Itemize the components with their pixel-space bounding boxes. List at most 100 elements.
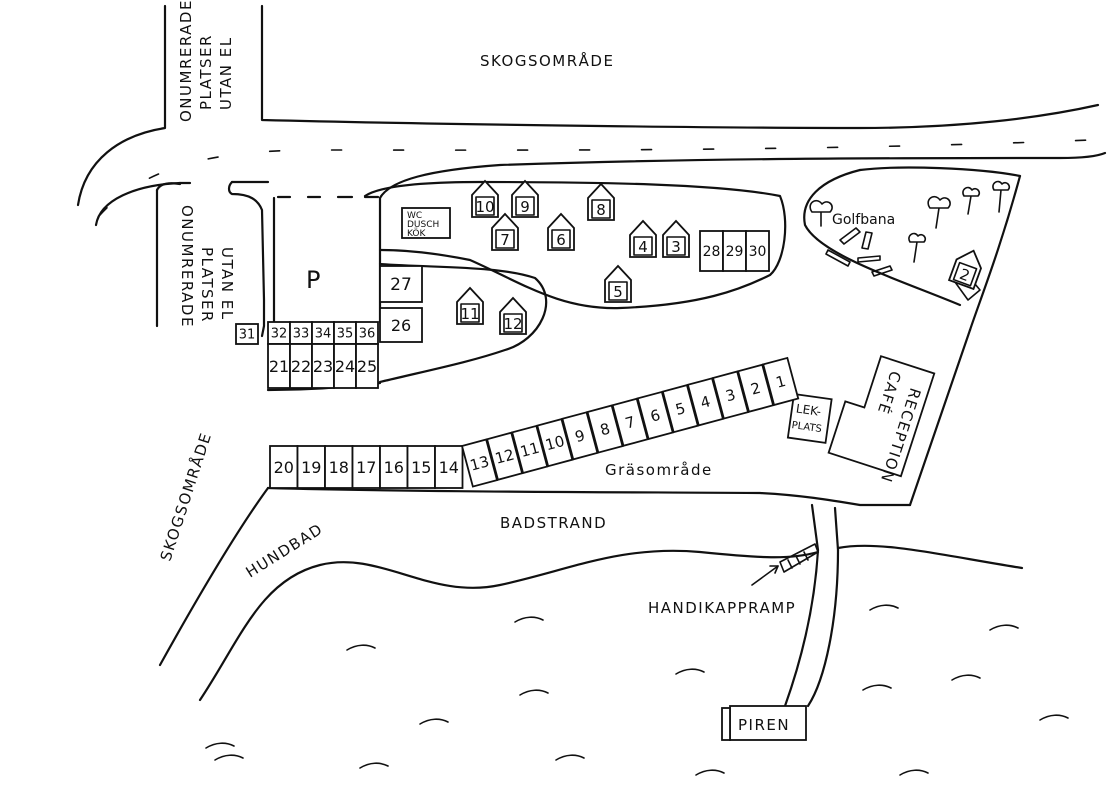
campsite-number: 21 bbox=[269, 357, 289, 376]
campsite-number: 25 bbox=[357, 357, 377, 376]
campsite-box bbox=[536, 418, 574, 468]
dog-beach-label: HUNDBAD bbox=[243, 520, 327, 582]
campsite-box bbox=[269, 445, 299, 489]
cabin-frame bbox=[633, 236, 653, 256]
cabin-icon bbox=[604, 264, 632, 303]
cabin-frame bbox=[495, 229, 515, 249]
cabin: 8 bbox=[587, 182, 615, 221]
cabin: 12 bbox=[499, 296, 527, 335]
cabin-frame bbox=[952, 261, 978, 287]
campsite: 14 bbox=[434, 445, 464, 489]
campsite-number: 34 bbox=[315, 327, 332, 342]
campsite: 18 bbox=[324, 445, 354, 489]
campsite-box bbox=[762, 356, 800, 407]
campsite: 36 bbox=[355, 321, 379, 345]
cabin-frame bbox=[475, 196, 495, 216]
facility-wc: WC bbox=[407, 211, 422, 221]
campsite-box bbox=[661, 384, 699, 434]
cabin: 2 bbox=[947, 249, 982, 291]
campsite-box bbox=[379, 265, 423, 303]
campsite-number: 8 bbox=[598, 420, 612, 440]
unnumbered-top-line-2: PLATSER bbox=[197, 34, 215, 110]
campsite: 5 bbox=[661, 384, 699, 434]
campsite: 30 bbox=[745, 230, 770, 272]
campsite-number: 4 bbox=[699, 392, 713, 412]
campsite: 1 bbox=[762, 356, 800, 407]
campsite: 8 bbox=[586, 404, 624, 454]
campsite-number: 36 bbox=[359, 327, 376, 342]
campsite: 10 bbox=[536, 418, 574, 468]
facilities-building: WC DUSCH KÖK bbox=[401, 207, 451, 239]
campsite: 19 bbox=[296, 445, 326, 489]
forest-top-label: SKOGSOMRÅDE bbox=[480, 51, 614, 70]
campsite: 7 bbox=[611, 397, 649, 447]
cabin-number: 5 bbox=[613, 283, 623, 301]
campsite: 25 bbox=[355, 343, 379, 389]
campsite-number: 1 bbox=[774, 372, 788, 392]
campsite-number: 29 bbox=[726, 244, 744, 260]
cabin-number: 8 bbox=[596, 201, 606, 219]
cabin-frame bbox=[460, 303, 480, 323]
campsite-number: 30 bbox=[749, 244, 767, 260]
campsite-box bbox=[611, 397, 649, 447]
campsite-number: 23 bbox=[313, 357, 333, 376]
cabin-number: 4 bbox=[638, 238, 648, 256]
campsite-box bbox=[686, 377, 725, 427]
campsite: 6 bbox=[636, 390, 674, 441]
cabin-frame bbox=[503, 313, 523, 333]
ramp-label: HANDIKAPPRAMP bbox=[648, 599, 796, 617]
campsite-box bbox=[324, 445, 354, 489]
facility-kitchen: KÖK bbox=[407, 228, 426, 239]
golf-label: Golfbana bbox=[832, 212, 895, 228]
campsite: 32 bbox=[267, 321, 291, 345]
campsite-box bbox=[636, 390, 674, 441]
golf-course: Golfbana bbox=[809, 180, 1011, 301]
handicap-ramp: HANDIKAPPRAMP bbox=[648, 543, 819, 617]
cabin-icon bbox=[471, 179, 499, 218]
campsite-number: 20 bbox=[274, 458, 294, 477]
cabin: 10 bbox=[471, 179, 499, 218]
campsite-number: 3 bbox=[724, 386, 738, 406]
campsite-number: 27 bbox=[390, 275, 412, 295]
campsite-box bbox=[434, 445, 464, 489]
playground-line-1: LEK- bbox=[795, 401, 822, 418]
cabin-number: 10 bbox=[475, 198, 494, 216]
unnumbered-top-line-1: ONUMRERADE bbox=[177, 0, 195, 122]
parking-label: P bbox=[306, 266, 320, 294]
cabin: 11 bbox=[456, 286, 484, 325]
cabin-icon bbox=[511, 179, 539, 218]
campsite-number: 32 bbox=[271, 327, 288, 342]
campsite-number: 33 bbox=[293, 327, 310, 342]
campsite-number: 17 bbox=[356, 458, 376, 477]
campsite-box bbox=[406, 445, 436, 489]
campsite-box bbox=[561, 411, 599, 461]
campsite-box bbox=[711, 370, 750, 420]
campsite-number: 28 bbox=[703, 244, 721, 260]
cabin-number: 3 bbox=[671, 238, 681, 256]
campsite-number: 10 bbox=[543, 432, 566, 454]
campsite-number: 13 bbox=[468, 452, 491, 474]
campsite: 2 bbox=[736, 363, 775, 413]
unnumbered-left-line-2: PLATSER bbox=[198, 247, 216, 323]
campsite: 20 bbox=[269, 445, 299, 489]
campsite: 28 bbox=[699, 230, 724, 272]
cabin-frame bbox=[551, 229, 571, 249]
pier-label: PIREN bbox=[738, 716, 790, 734]
campsite: 27 bbox=[379, 265, 423, 303]
campsite: 24 bbox=[333, 343, 357, 389]
campsite: 13 bbox=[460, 438, 499, 488]
campsite: 29 bbox=[722, 230, 747, 272]
campsite-number: 9 bbox=[573, 426, 587, 446]
water-waves bbox=[205, 604, 1069, 776]
campsite-number: 15 bbox=[411, 458, 431, 477]
campsite-number: 11 bbox=[518, 439, 541, 461]
campsite-box bbox=[460, 438, 499, 488]
campsite-box bbox=[586, 404, 624, 454]
campsite-box bbox=[745, 230, 770, 272]
campsite: 4 bbox=[686, 377, 725, 427]
shoreline bbox=[198, 544, 1024, 702]
roads bbox=[76, 4, 1107, 338]
